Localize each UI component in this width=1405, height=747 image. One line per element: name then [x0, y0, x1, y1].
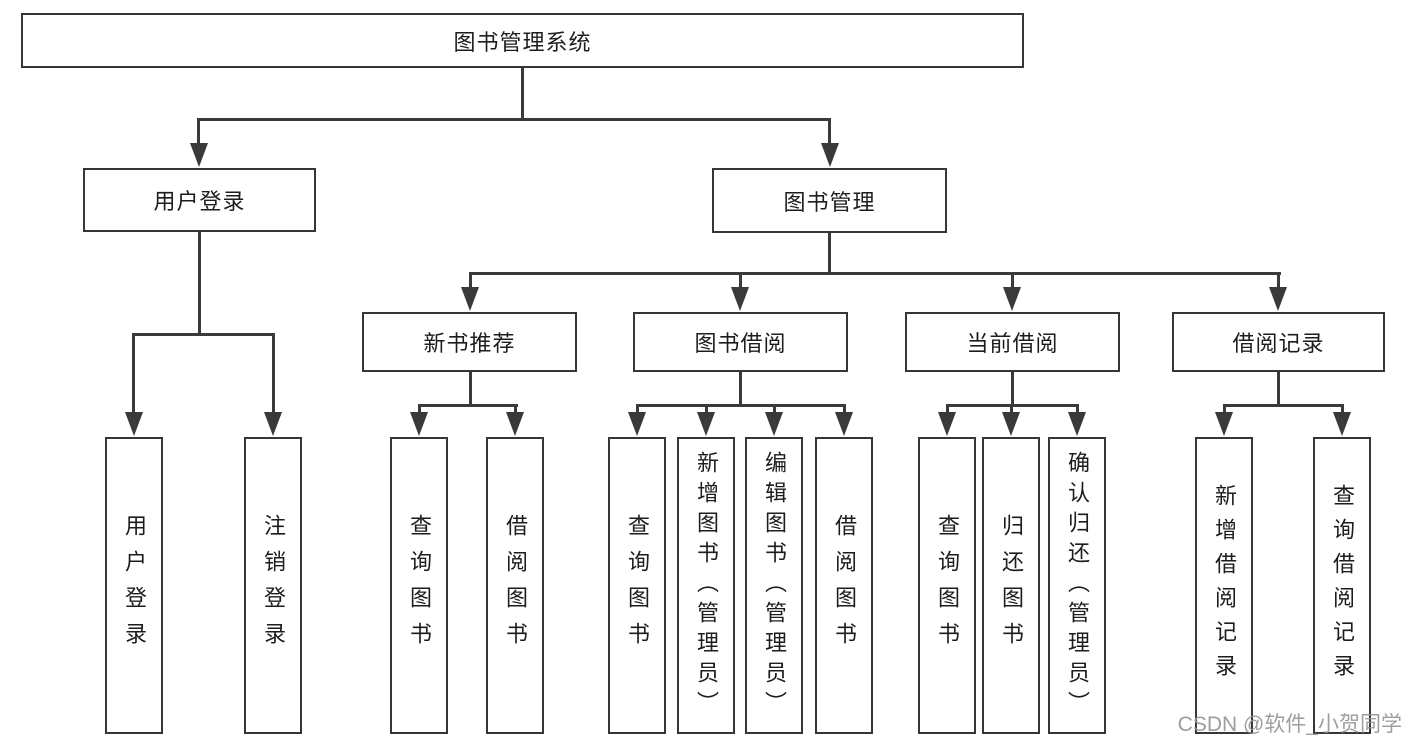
- connector-line: [469, 372, 472, 406]
- connector-line: [739, 272, 742, 290]
- arrowhead: [410, 412, 428, 436]
- arrowhead: [628, 412, 646, 436]
- node-user-login: 用户登录: [83, 168, 316, 232]
- connector-line: [272, 333, 275, 414]
- arrowhead: [697, 412, 715, 436]
- connector-line: [418, 404, 518, 407]
- connector-line: [636, 404, 846, 407]
- leaf-current-confirm-return-admin: 确认归还（管理员）: [1048, 437, 1106, 734]
- arrowhead: [264, 412, 282, 436]
- connector-line: [132, 333, 275, 336]
- watermark: CSDN @软件_小贺同学: [1177, 713, 1402, 736]
- arrowhead: [731, 287, 749, 311]
- arrowhead: [461, 287, 479, 311]
- node-new-book-recommend: 新书推荐: [362, 312, 577, 372]
- arrowhead: [1003, 287, 1021, 311]
- arrowhead: [1002, 412, 1020, 436]
- connector-line: [1011, 272, 1014, 290]
- connector-line: [521, 68, 524, 119]
- connector-line: [705, 404, 708, 415]
- connector-line: [418, 404, 421, 415]
- connector-line: [469, 272, 472, 290]
- connector-line: [1076, 404, 1079, 415]
- arrowhead: [938, 412, 956, 436]
- connector-line: [1223, 404, 1226, 415]
- arrowhead: [506, 412, 524, 436]
- node-root: 图书管理系统: [21, 13, 1024, 68]
- connector-line: [469, 272, 1281, 275]
- leaf-current-return-book: 归还图书: [982, 437, 1040, 734]
- leaf-current-query-book: 查询图书: [918, 437, 976, 734]
- connector-line: [1341, 404, 1344, 415]
- connector-line: [197, 118, 831, 121]
- leaf-user-login: 用户登录: [105, 437, 163, 734]
- connector-line: [739, 372, 742, 406]
- arrowhead: [821, 143, 839, 167]
- node-book-borrow: 图书借阅: [633, 312, 848, 372]
- arrowhead: [1269, 287, 1287, 311]
- leaf-logout: 注销登录: [244, 437, 302, 734]
- arrowhead: [190, 143, 208, 167]
- node-borrow-record: 借阅记录: [1172, 312, 1385, 372]
- connector-line: [197, 118, 200, 146]
- leaf-newbook-borrow: 借阅图书: [486, 437, 544, 734]
- connector-line: [1010, 404, 1013, 415]
- connector-line: [828, 118, 831, 146]
- leaf-record-add: 新增借阅记录: [1195, 437, 1253, 734]
- arrowhead: [835, 412, 853, 436]
- arrowhead: [1215, 412, 1233, 436]
- leaf-record-query: 查询借阅记录: [1313, 437, 1371, 734]
- connector-line: [773, 404, 776, 415]
- connector-line: [636, 404, 639, 415]
- connector-line: [1011, 372, 1014, 406]
- connector-line: [132, 333, 135, 414]
- connector-line: [1277, 272, 1280, 290]
- leaf-borrow-add-book-admin: 新增图书（管理员）: [677, 437, 735, 734]
- connector-line: [514, 404, 517, 415]
- node-book-management: 图书管理: [712, 168, 947, 233]
- node-current-borrow: 当前借阅: [905, 312, 1120, 372]
- connector-line: [198, 232, 201, 335]
- connector-line: [828, 233, 831, 274]
- connector-line: [946, 404, 949, 415]
- connector-line: [843, 404, 846, 415]
- leaf-borrow-edit-book-admin: 编辑图书（管理员）: [745, 437, 803, 734]
- arrowhead: [1068, 412, 1086, 436]
- arrowhead: [765, 412, 783, 436]
- connector-line: [1277, 372, 1280, 406]
- leaf-newbook-query: 查询图书: [390, 437, 448, 734]
- connector-line: [1223, 404, 1344, 407]
- arrowhead: [1333, 412, 1351, 436]
- arrowhead: [125, 412, 143, 436]
- leaf-borrow-book: 借阅图书: [815, 437, 873, 734]
- leaf-borrow-query-book: 查询图书: [608, 437, 666, 734]
